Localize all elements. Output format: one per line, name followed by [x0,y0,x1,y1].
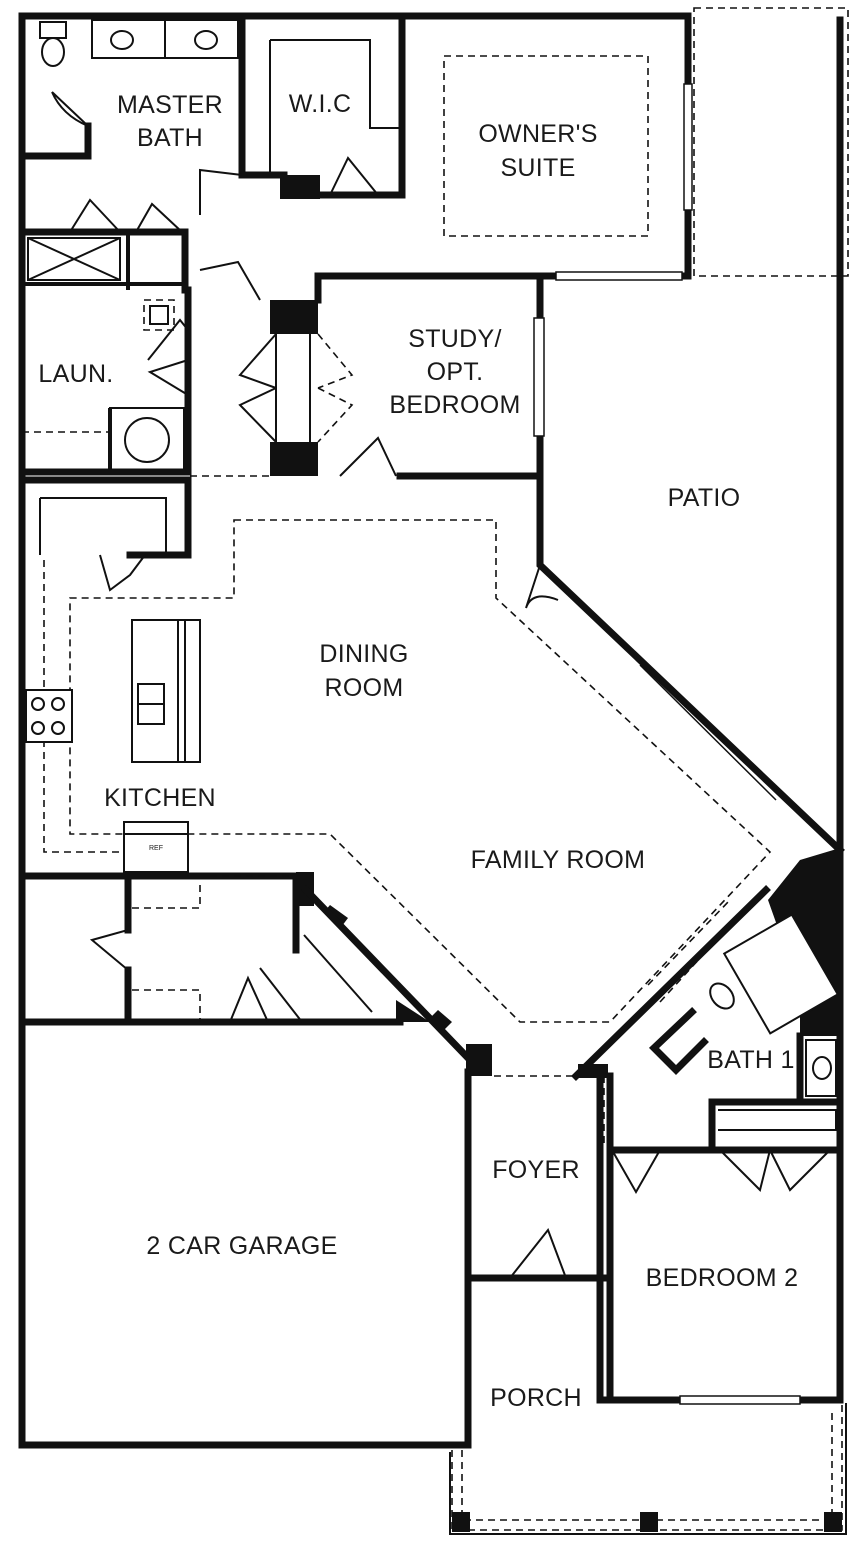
window-icon [679,1395,801,1405]
master-bath-label: MASTER [117,91,223,119]
patio-label: PATIO [668,484,741,512]
window-icon [683,83,693,211]
kitchen-area: REF [18,476,772,1023]
washer-icon [124,417,170,463]
mudroom-area [18,872,492,1076]
foyer-area [449,1075,847,1535]
wic-label: W.I.C [289,90,352,118]
family-room-label: FAMILY ROOM [471,846,646,874]
dining-room-label: DINING [319,640,408,668]
toilet-tank-icon [39,21,67,39]
refrigerator-icon [123,821,189,873]
window-icon [555,271,683,281]
cooktop-icon [25,689,73,743]
room-labels: MASTER BATH W.I.C OWNER'S SUITE LAUN. ST… [38,90,798,1412]
owners-suite-area [199,7,849,304]
water-heater-icon [149,305,169,325]
family-room-glass-wall [525,16,844,852]
bedroom-2-label: BEDROOM 2 [646,1264,799,1292]
sink-icon [194,30,218,50]
bedroom-2-area [606,1072,844,1405]
kitchen-label: KITCHEN [104,784,216,812]
study-label: OPT. [427,358,484,386]
study-label: BEDROOM [389,391,520,419]
toilet-icon [709,982,735,1010]
laundry-label: LAUN. [38,360,113,388]
bathtub-icon [722,913,840,1035]
refrigerator-label: REF [149,845,163,852]
walk-in-closet [199,12,406,215]
owners-suite-label: OWNER'S [478,120,597,148]
study-label: STUDY/ [408,325,501,353]
dining-room-label: ROOM [325,674,404,702]
master-bath-area [18,12,246,294]
window-icon [533,317,545,437]
laundry-area [18,286,192,476]
garage-label: 2 CAR GARAGE [146,1232,337,1260]
sink-icon [110,30,134,50]
study-area [190,300,545,480]
toilet-bowl-icon [41,37,65,67]
foyer-label: FOYER [492,1156,580,1184]
owners-suite-label: SUITE [500,154,575,182]
bath-1-area [571,848,844,1154]
master-bath-label: BATH [137,124,203,152]
bath-1-label: BATH 1 [707,1046,794,1074]
porch-label: PORCH [490,1384,582,1412]
